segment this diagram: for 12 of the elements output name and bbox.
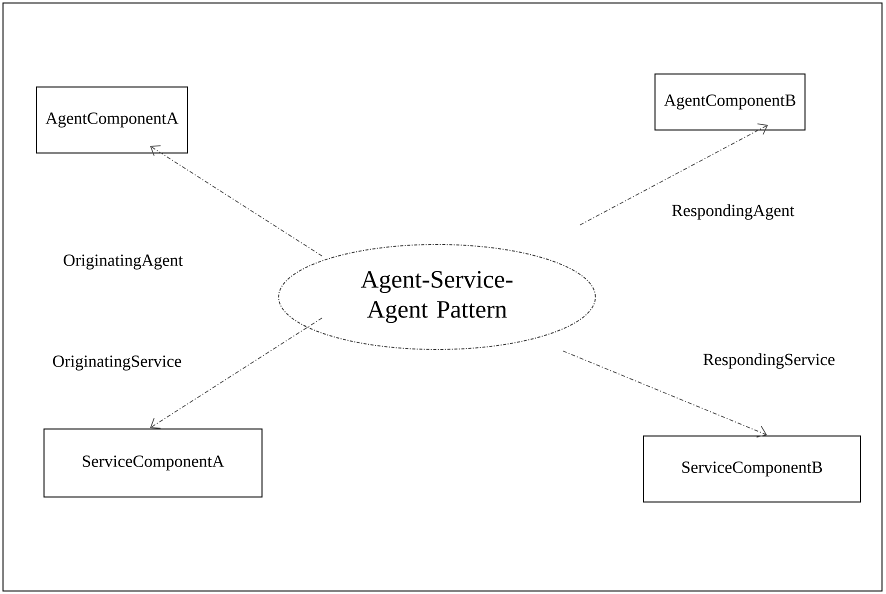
arrow — [150, 145, 322, 256]
edge-label: OriginatingAgent — [64, 254, 183, 270]
component-box: AgentComponentB — [654, 74, 806, 130]
arrow — [150, 318, 322, 429]
arrow — [580, 123, 768, 226]
edge-label: RespondingService — [703, 353, 835, 369]
edge-label: OriginatingService — [53, 356, 182, 370]
arrow — [562, 350, 767, 438]
component-box: AgentComponentA — [36, 86, 188, 154]
edge-label: RespondingAgent — [672, 204, 794, 220]
component-box: ServiceComponentA — [44, 428, 262, 498]
component-box: ServiceComponentB — [643, 435, 861, 502]
